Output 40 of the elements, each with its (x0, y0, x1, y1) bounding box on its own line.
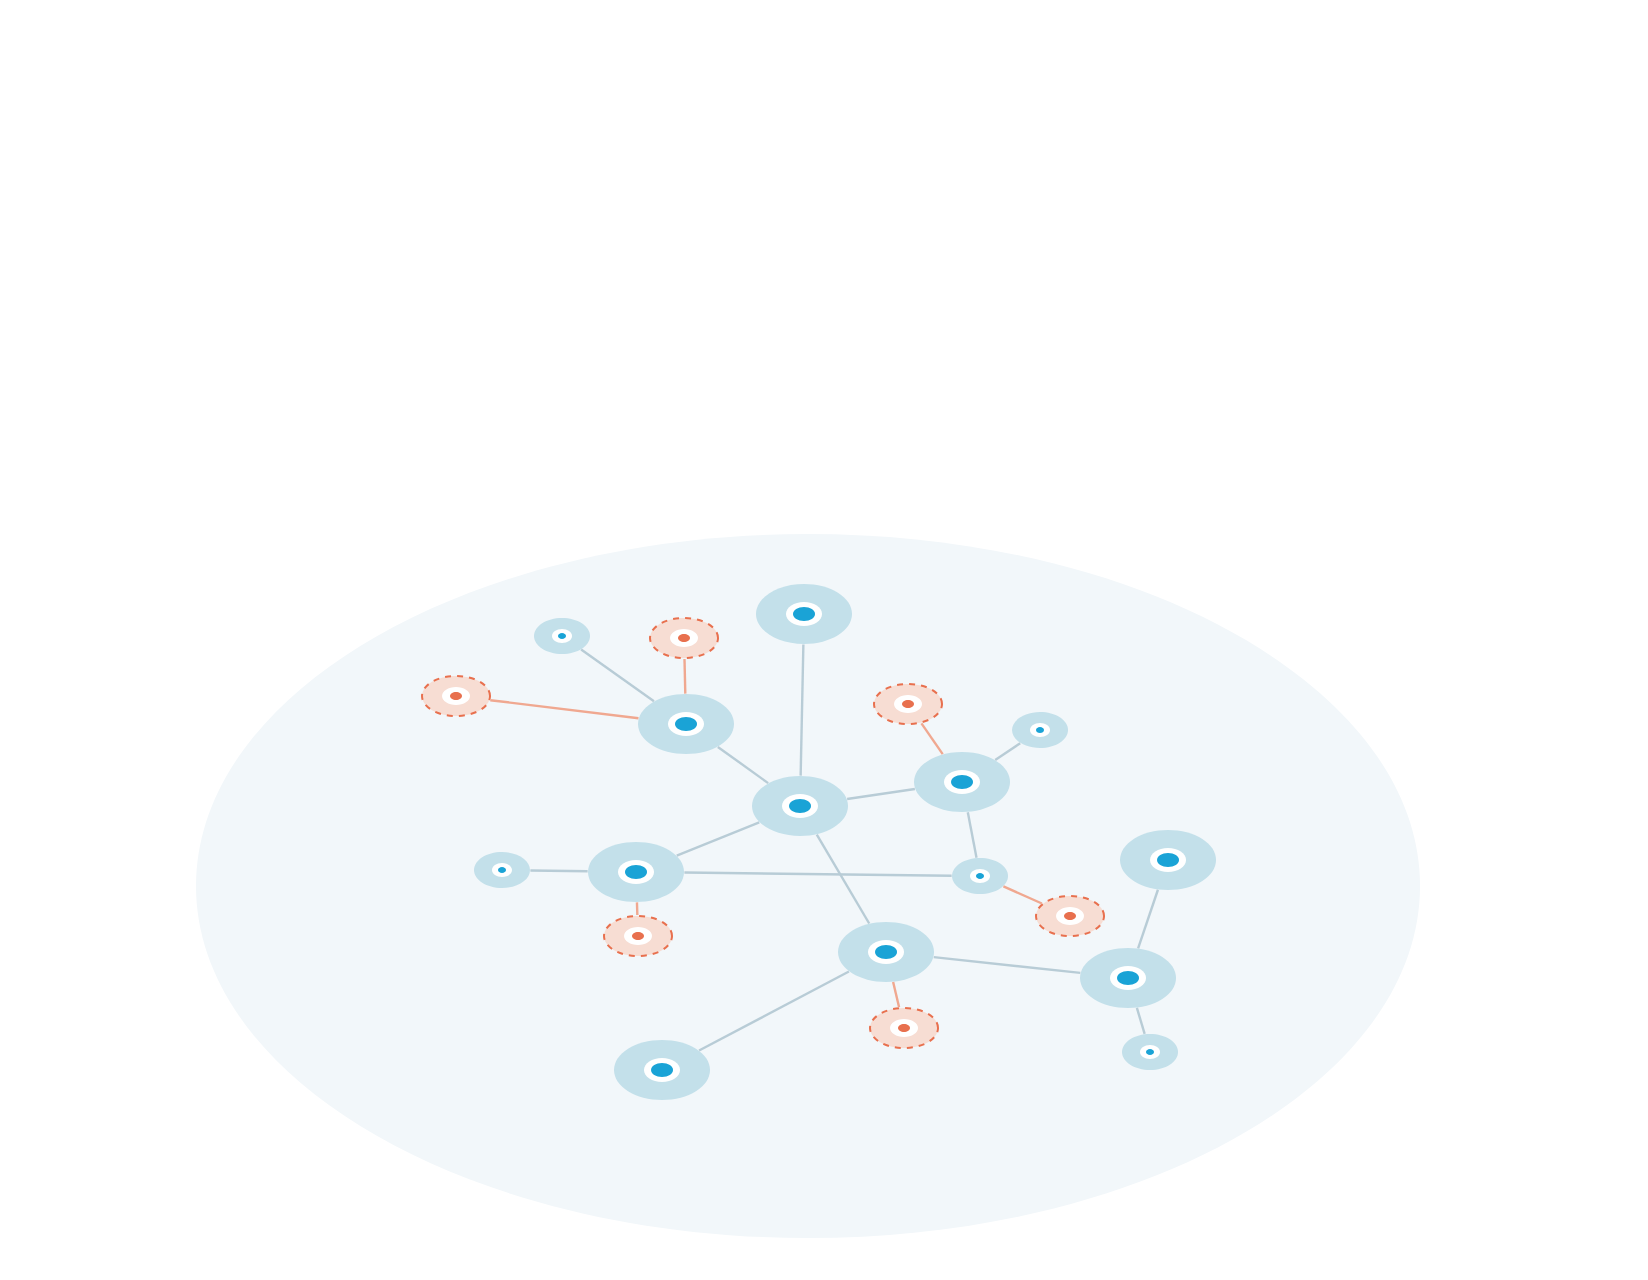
connector-line (683, 659, 687, 694)
connector-line (717, 745, 769, 785)
dashed-node (873, 683, 943, 725)
connector-line (698, 970, 850, 1052)
dashed-node (421, 675, 491, 717)
connector-line (846, 787, 916, 801)
small-node (1122, 1034, 1178, 1070)
hub-node (752, 776, 848, 836)
hub-node (1080, 948, 1176, 1008)
small-node (474, 852, 530, 888)
connector-line (1136, 889, 1160, 949)
connector-line (490, 699, 639, 720)
connector-line (891, 981, 901, 1008)
hub-node (588, 842, 684, 902)
connector-line (580, 648, 655, 703)
dashed-node (1035, 895, 1105, 937)
connector-line (1002, 885, 1043, 905)
connector-line (635, 902, 639, 916)
connector-line (994, 742, 1021, 761)
connector-line (676, 821, 760, 857)
connector-line (815, 833, 871, 925)
small-node (952, 858, 1008, 894)
dashed-node (649, 617, 719, 659)
dashed-node (603, 915, 673, 957)
connector-line (1135, 1007, 1146, 1035)
hub-node (638, 694, 734, 754)
hub-node (838, 922, 934, 982)
hub-node (914, 752, 1010, 812)
connector-line (933, 955, 1081, 975)
connector-line (684, 871, 952, 877)
connector-line (799, 644, 805, 776)
hub-node (756, 584, 852, 644)
connector-line (530, 869, 588, 873)
dashed-node (869, 1007, 939, 1049)
small-node (1012, 712, 1068, 748)
hub-node (614, 1040, 710, 1100)
connector-line (966, 811, 978, 858)
hub-node (1120, 830, 1216, 890)
connector-line (920, 722, 944, 755)
small-node (534, 618, 590, 654)
